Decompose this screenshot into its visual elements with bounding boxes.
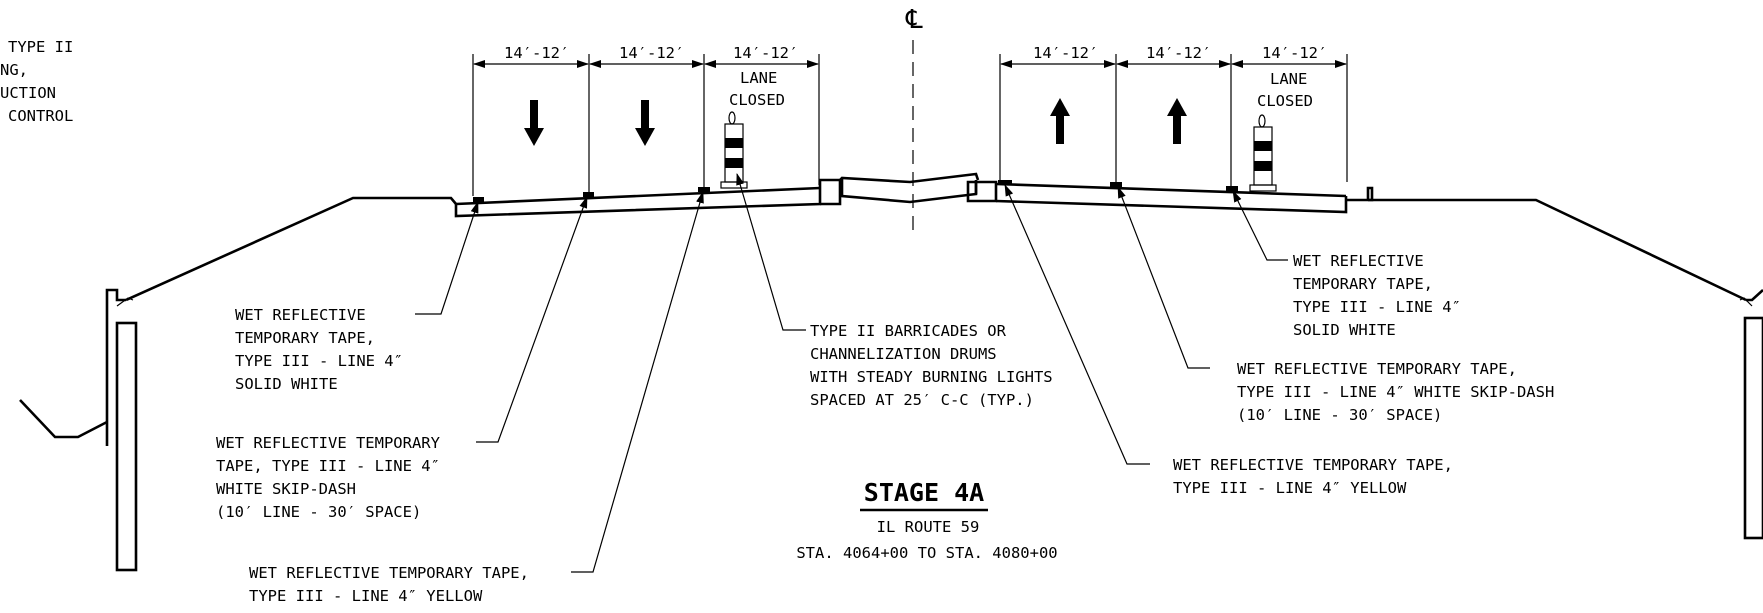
stage-route: IL ROUTE 59 bbox=[877, 518, 980, 536]
right-guardrail bbox=[1739, 289, 1763, 540]
note-line: WET REFLECTIVE TEMPORARY TAPE, bbox=[1173, 456, 1453, 474]
note-line: TYPE III - LINE 4″ YELLOW bbox=[249, 587, 483, 605]
up-arrow-icon bbox=[1050, 98, 1070, 144]
note-line: WET REFLECTIVE bbox=[1293, 252, 1424, 270]
left-guardrail bbox=[19, 288, 138, 572]
note-line: WET REFLECTIVE TEMPORARY bbox=[216, 434, 441, 452]
channelization-drum-icon bbox=[720, 111, 748, 189]
leader-right-skip-dash bbox=[1117, 186, 1210, 369]
note-line: TYPE III - LINE 4″ WHITE SKIP-DASH bbox=[1237, 383, 1554, 401]
right-skip-dash-tape bbox=[1110, 182, 1122, 187]
right-dimension-string: 14′-12′ 14′-12′ 14′-12′ bbox=[999, 44, 1348, 186]
note-right-yellow: WET REFLECTIVE TEMPORARY TAPE, TYPE III … bbox=[1173, 456, 1453, 497]
stage-station: STA. 4064+00 TO STA. 4080+00 bbox=[796, 544, 1057, 562]
note-line: (10′ LINE - 30′ SPACE) bbox=[216, 503, 421, 521]
dimension-label: 14′-12′ bbox=[1033, 44, 1098, 62]
leader-left-yellow bbox=[571, 191, 704, 573]
note-line: SOLID WHITE bbox=[235, 375, 338, 393]
note-left-yellow: WET REFLECTIVE TEMPORARY TAPE, TYPE III … bbox=[249, 564, 529, 605]
note-line: WHITE SKIP-DASH bbox=[216, 480, 356, 498]
note-barricades: TYPE II BARRICADES OR CHANNELIZATION DRU… bbox=[810, 322, 1053, 409]
right-yellow-tape bbox=[998, 180, 1012, 185]
note-line: WITH STEADY BURNING LIGHTS bbox=[810, 368, 1053, 386]
leader-right-solid-white bbox=[1232, 190, 1288, 261]
dimension-label: 14′-12′ bbox=[733, 44, 798, 62]
left-side-slope bbox=[125, 196, 457, 302]
leader-left-skip-dash bbox=[476, 196, 588, 443]
leader-barricade bbox=[736, 173, 806, 331]
lane-closed-label-right: CLOSED bbox=[1257, 92, 1313, 110]
median bbox=[839, 172, 980, 204]
stage-title-block: STAGE 4A IL ROUTE 59 STA. 4064+00 TO STA… bbox=[796, 478, 1057, 562]
right-solid-white-tape bbox=[1226, 186, 1238, 191]
note-right-skip-dash: WET REFLECTIVE TEMPORARY TAPE, TYPE III … bbox=[1237, 360, 1554, 424]
note-line: (10′ LINE - 30′ SPACE) bbox=[1237, 406, 1442, 424]
note-line: TAPE, TYPE III - LINE 4″ bbox=[216, 457, 440, 475]
cut-note-line: UCTION bbox=[0, 84, 56, 102]
down-arrow-icon bbox=[524, 100, 544, 146]
note-line: TEMPORARY TAPE, bbox=[235, 329, 375, 347]
note-line: TYPE III - LINE 4″ YELLOW bbox=[1173, 479, 1407, 497]
lane-closed-label-left: LANE bbox=[740, 69, 777, 87]
note-line: TYPE II BARRICADES OR bbox=[810, 322, 1007, 340]
note-line: TEMPORARY TAPE, bbox=[1293, 275, 1433, 293]
note-line: WET REFLECTIVE bbox=[235, 306, 366, 324]
dimension-label: 14′-12′ bbox=[504, 44, 569, 62]
left-yellow-tape bbox=[698, 187, 710, 192]
left-solid-white-tape bbox=[473, 197, 484, 202]
left-skip-dash-tape bbox=[583, 192, 594, 197]
cut-off-note: TYPE II NG, UCTION CONTROL bbox=[0, 38, 73, 125]
note-line: TYPE III - LINE 4″ bbox=[1293, 298, 1461, 316]
right-side-slope bbox=[1368, 198, 1747, 302]
cut-note-line: CONTROL bbox=[8, 107, 73, 125]
note-line: SOLID WHITE bbox=[1293, 321, 1396, 339]
dimension-label: 14′-12′ bbox=[1262, 44, 1327, 62]
down-arrow-icon bbox=[635, 100, 655, 146]
right-roadway bbox=[966, 180, 1374, 214]
centerline-symbol: ℄ bbox=[905, 5, 923, 35]
note-right-solid-white: WET REFLECTIVE TEMPORARY TAPE, TYPE III … bbox=[1293, 252, 1461, 339]
lane-closed-label-right: LANE bbox=[1270, 70, 1307, 88]
note-line: SPACED AT 25′ C-C (TYP.) bbox=[810, 391, 1034, 409]
note-line: WET REFLECTIVE TEMPORARY TAPE, bbox=[249, 564, 529, 582]
up-arrow-icon bbox=[1167, 98, 1187, 144]
leader-left-solid-white bbox=[415, 201, 479, 315]
dimension-label: 14′-12′ bbox=[619, 44, 684, 62]
left-roadway bbox=[454, 178, 842, 218]
cut-note-line: NG, bbox=[0, 61, 28, 79]
note-left-solid-white: WET REFLECTIVE TEMPORARY TAPE, TYPE III … bbox=[235, 306, 403, 393]
note-line: TYPE III - LINE 4″ bbox=[235, 352, 403, 370]
dimension-label: 14′-12′ bbox=[1146, 44, 1211, 62]
stage-title: STAGE 4A bbox=[864, 478, 984, 507]
cut-note-line: TYPE II bbox=[8, 38, 73, 56]
note-line: WET REFLECTIVE TEMPORARY TAPE, bbox=[1237, 360, 1517, 378]
note-line: CHANNELIZATION DRUMS bbox=[810, 345, 997, 363]
leader-right-yellow bbox=[1004, 184, 1150, 465]
left-dimension-string: 14′-12′ 14′-12′ 14′-12′ bbox=[472, 44, 820, 196]
channelization-drum-icon bbox=[1249, 114, 1277, 192]
lane-closed-label-left: CLOSED bbox=[729, 91, 785, 109]
note-left-skip-dash: WET REFLECTIVE TEMPORARY TAPE, TYPE III … bbox=[216, 434, 441, 521]
